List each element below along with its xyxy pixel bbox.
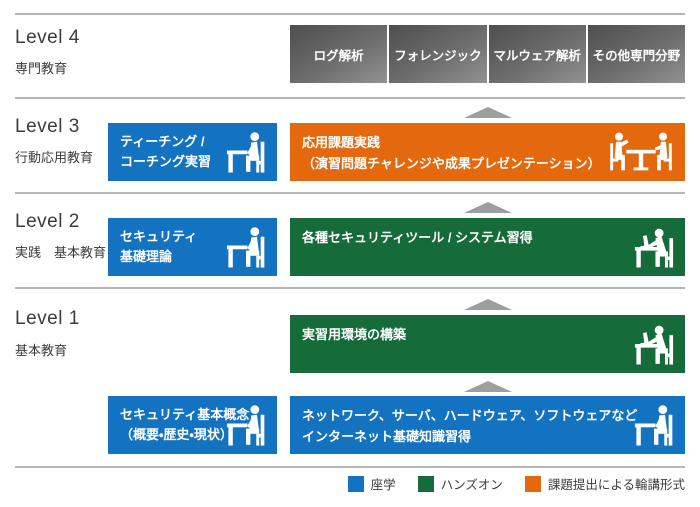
box-security-concepts: セキュリティ基本概念 （概要・歴史・現状）	[108, 396, 277, 454]
legend: 座学 ハンズオン 課題提出による輪講形式	[347, 474, 685, 493]
seated-person-icon	[631, 403, 677, 447]
box-other-specialty: その他専門分野	[587, 25, 685, 83]
level4-subtitle: 専門教育	[15, 61, 68, 76]
people-at-table-icon	[609, 130, 673, 174]
legend-swatch-orange	[524, 475, 541, 492]
box-label-line2: 基礎理論	[120, 249, 173, 264]
legend-label: ハンズオン	[440, 478, 503, 492]
legend-swatch-blue	[347, 475, 364, 492]
level3-title: Level 3	[15, 116, 80, 137]
box-teaching-coaching: ティーチング / コーチング実習	[108, 123, 277, 181]
legend-label: 座学	[370, 478, 396, 492]
box-label-line1: 各種セキュリティツール / システム習得	[302, 230, 533, 245]
person-at-laptop-icon	[631, 322, 677, 366]
level2-subtitle: 実践 基本教育	[15, 245, 107, 260]
box-label-line2: （概要・歴史・現状）	[120, 427, 233, 442]
box-label-line1: 応用課題実践	[302, 135, 381, 150]
box-label: その他専門分野	[592, 48, 681, 63]
box-label: マルウェア解析	[493, 48, 581, 63]
box-label-line2: （演習問題チャレンジや成果プレゼンテーション）	[302, 156, 601, 171]
seated-person-icon	[223, 225, 269, 269]
box-label-line1: セキュリティ基本概念	[120, 407, 250, 422]
box-training-environment: 実習用環境の構築	[290, 315, 685, 373]
divider	[15, 466, 685, 468]
legend-item-seminar: 課題提出による輪講形式	[524, 474, 685, 493]
box-network-basics: ネットワーク、サーバ、ハードウェア、ソフトウェアなど インターネット基礎知識習得	[290, 396, 685, 454]
level1-subtitle: 基本教育	[15, 343, 68, 358]
box-label-line1: ティーチング /	[120, 134, 205, 149]
seated-person-icon	[223, 403, 269, 447]
person-at-laptop-icon	[631, 225, 677, 269]
box-label-line1: ネットワーク、サーバ、ハードウェア、ソフトウェアなど	[302, 408, 638, 423]
box-label: フォレンジック	[394, 48, 482, 63]
up-arrow	[464, 107, 512, 118]
legend-item-lecture: 座学	[347, 474, 396, 493]
seated-person-icon	[223, 130, 269, 174]
level2-title: Level 2	[15, 211, 80, 232]
box-log-analysis: ログ解析	[290, 25, 388, 83]
level4-specialty-row: ログ解析 フォレンジック マルウェア解析 その他専門分野	[290, 25, 685, 83]
box-label-line1: セキュリティ	[120, 229, 198, 244]
box-security-tools: 各種セキュリティツール / システム習得	[290, 218, 685, 276]
level1-title: Level 1	[15, 308, 80, 329]
legend-label: 課題提出による輪講形式	[547, 478, 685, 492]
divider	[15, 13, 685, 15]
level4-title: Level 4	[15, 27, 80, 48]
box-malware-analysis: マルウェア解析	[488, 25, 586, 83]
divider	[15, 192, 685, 194]
up-arrow	[464, 381, 512, 392]
up-arrow	[464, 202, 512, 213]
box-label: ログ解析	[313, 48, 364, 63]
divider	[15, 287, 685, 289]
level3-subtitle: 行動応用教育	[15, 150, 94, 165]
legend-item-handson: ハンズオン	[417, 474, 503, 493]
box-label-line1: 実習用環境の構築	[302, 327, 407, 342]
box-applied-task: 応用課題実践 （演習問題チャレンジや成果プレゼンテーション）	[290, 123, 685, 181]
box-label-line2: インターネット基礎知識習得	[302, 429, 472, 444]
box-label-line2: コーチング実習	[120, 154, 212, 169]
legend-swatch-green	[417, 475, 434, 492]
box-security-theory: セキュリティ 基礎理論	[108, 218, 277, 276]
divider	[15, 97, 685, 99]
box-forensic: フォレンジック	[389, 25, 487, 83]
up-arrow	[464, 299, 512, 310]
